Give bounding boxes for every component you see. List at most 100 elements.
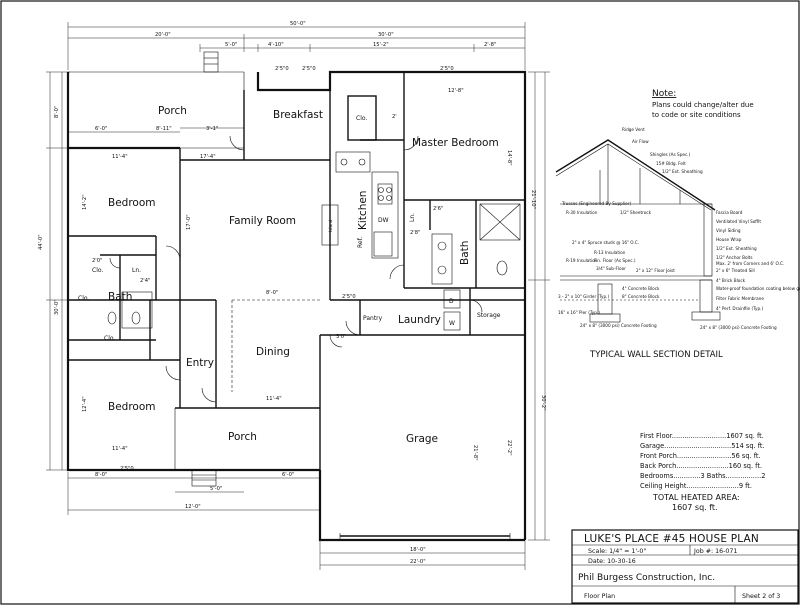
plan-date: Date: 10-30-16 bbox=[588, 558, 636, 565]
wall-section-label: R-13 Insulation bbox=[594, 250, 626, 255]
wall-section-label: Vinyl Siding bbox=[716, 228, 741, 233]
wall-section-label: 3 - 2" x 10" Girder (Typ.) bbox=[558, 294, 610, 299]
schedule-ceiling: Ceiling Height.........................9… bbox=[640, 482, 752, 490]
room-linen-left: Ln. bbox=[132, 267, 141, 274]
front-steps bbox=[191, 469, 217, 487]
room-entry: Entry bbox=[186, 357, 214, 369]
wall-section-label: 4" Brick Block bbox=[716, 278, 746, 283]
wall-section-detail bbox=[555, 139, 721, 323]
wall-section-label: 24" x 8" (3000 psi) Concrete Footing bbox=[700, 325, 777, 330]
total-heated-value: 1607 sq. ft. bbox=[672, 503, 718, 512]
wall-section-title: TYPICAL WALL SECTION DETAIL bbox=[589, 350, 723, 360]
dim-right-d: 30'-2" bbox=[540, 395, 546, 411]
plan-title: LUKE'S PLACE #45 HOUSE PLAN bbox=[584, 533, 759, 545]
wall-section-label: 1/2" Anchor Bolts bbox=[716, 255, 753, 260]
schedule-first-floor: First Floor..........................160… bbox=[640, 432, 764, 440]
dim-fam-w: 17'-4" bbox=[200, 154, 216, 160]
bath-fixtures bbox=[107, 203, 521, 329]
room-linen-master: Ln. bbox=[409, 213, 416, 222]
dim-top-seg-4: 2'-8" bbox=[484, 42, 496, 48]
plan-job: Job #: 16-071 bbox=[693, 548, 737, 555]
wall-section-label: 1/2" Ext. Sheathing bbox=[716, 246, 757, 251]
dim-top-right: 30'-0" bbox=[378, 32, 394, 38]
schedule-back-porch: Back Porch.........................160 s… bbox=[640, 462, 762, 470]
room-ref: Ref. bbox=[357, 237, 364, 248]
wall-section-label: 4" Perf. Drainfile (Typ.) bbox=[716, 306, 763, 311]
dim-left-b: 14'-2" bbox=[82, 194, 88, 210]
dim-top-left: 20'-0" bbox=[155, 32, 171, 38]
dim-dining-w: 8'-0" bbox=[266, 290, 278, 296]
plan-scale: Scale: 1/4" = 1'-0" bbox=[588, 548, 646, 555]
wall-section-label: 16" x 16" Pier (Typ.) bbox=[558, 310, 600, 315]
room-laundry: Laundry bbox=[398, 314, 441, 326]
dim-right-a: 21'-10" bbox=[530, 190, 536, 209]
room-closet-master: Clo. bbox=[356, 115, 367, 122]
sheet-name: Floor Plan bbox=[584, 593, 615, 600]
dim-d2: 2' bbox=[392, 114, 397, 120]
room-dw: DW bbox=[378, 217, 389, 224]
dim-d28: 2'8" bbox=[410, 230, 420, 236]
room-closet-small: Clo. bbox=[78, 295, 89, 302]
dim-left-d: 30'-0" bbox=[54, 299, 60, 315]
dim-top-seg-2: 4'-10" bbox=[268, 42, 284, 48]
wall-section-label: Air Flow bbox=[632, 139, 649, 144]
room-master-bedroom: Master Bedroom bbox=[412, 137, 499, 149]
dim-family-depth: 17'-0" bbox=[186, 214, 192, 230]
back-steps bbox=[203, 51, 219, 73]
dim-bed-bot-w: 11'-4" bbox=[112, 446, 128, 452]
sheet-number: Sheet 2 of 3 bbox=[742, 593, 780, 600]
wall-section-label: House Wrap bbox=[716, 237, 742, 242]
wall-section-label: 24" x 8" (3000 psi) Concrete Footing bbox=[580, 323, 657, 328]
wall-section-label: Trusses (Engineered By Supplier) bbox=[561, 201, 631, 206]
wall-section-label: R-30 Insulation bbox=[566, 210, 598, 215]
dim-top-seg-3: 15'-2" bbox=[373, 42, 389, 48]
dim-overall-width: 50'-0" bbox=[290, 21, 306, 27]
schedule-bed-bath: Bedrooms.............3 Baths............… bbox=[640, 472, 765, 480]
dim-garage-total: 22'-0" bbox=[410, 559, 426, 565]
room-closet-top: Clo. bbox=[92, 267, 103, 274]
dim-garage-w: 18'-0" bbox=[410, 547, 426, 553]
room-closet-bottom: Clo. bbox=[104, 335, 115, 342]
wall-section-label: 15# Bldg. Felt bbox=[656, 161, 686, 166]
title-block bbox=[571, 529, 799, 604]
note-heading: Note: bbox=[652, 89, 676, 99]
dim-front-w4: 12'-0" bbox=[185, 504, 201, 510]
note-line-2: to code or site conditions bbox=[652, 111, 741, 119]
door-swings bbox=[109, 135, 483, 403]
dim-dining-d: 11'-4" bbox=[266, 396, 282, 402]
room-island: Island bbox=[328, 219, 333, 232]
dim-bed-top-w: 11'-4" bbox=[112, 154, 128, 160]
wall-section-label: 3/4" Sub-Floor bbox=[596, 266, 626, 271]
right-dimension-lines bbox=[528, 71, 550, 541]
room-bedroom-top: Bedroom bbox=[108, 197, 156, 209]
dim-d30: 3'0" bbox=[336, 334, 346, 340]
wall-section-label: Max. 2' from Corners and 6' O.C. bbox=[716, 261, 784, 266]
dim-door-c: 2'5"0 bbox=[440, 66, 454, 72]
room-washer: W bbox=[449, 320, 455, 327]
dim-top-seg-1: 5'-0" bbox=[225, 42, 237, 48]
room-dining: Dining bbox=[256, 346, 290, 358]
bottom-dimension-lines bbox=[67, 472, 526, 570]
wall-section-label: Fin. Floor (As Spec.) bbox=[594, 258, 636, 263]
left-dimension-lines bbox=[46, 71, 70, 471]
dim-left-a: 8'-0" bbox=[54, 106, 60, 118]
wall-section-label: 2" x 12" Floor Joist bbox=[636, 268, 675, 273]
company-name: Phil Burgess Construction, Inc. bbox=[578, 573, 715, 583]
wall-section-label: 2" x 4" Spruce studs @ 16" O.C. bbox=[572, 240, 639, 245]
room-bath-left: Bath bbox=[108, 291, 132, 303]
dim-porch-w2: 8'-11" bbox=[156, 126, 172, 132]
dim-door-d: 2'5"0 bbox=[120, 466, 134, 472]
dim-right-c: 22'-2" bbox=[506, 440, 512, 456]
room-storage: Storage bbox=[477, 312, 501, 319]
dim-front-w2: 5'-0" bbox=[210, 486, 222, 492]
wall-section-label: 1/2" Ext. Sheathing bbox=[662, 169, 703, 174]
dim-left-c: 12'-4" bbox=[82, 396, 88, 412]
wall-section-label: Ventilated Vinyl Soffit bbox=[716, 219, 761, 224]
dim-door-a: 2'5"0 bbox=[275, 66, 289, 72]
wall-section-label: 1/2" Sheetrock bbox=[620, 210, 652, 215]
kitchen-fixtures bbox=[321, 151, 399, 259]
